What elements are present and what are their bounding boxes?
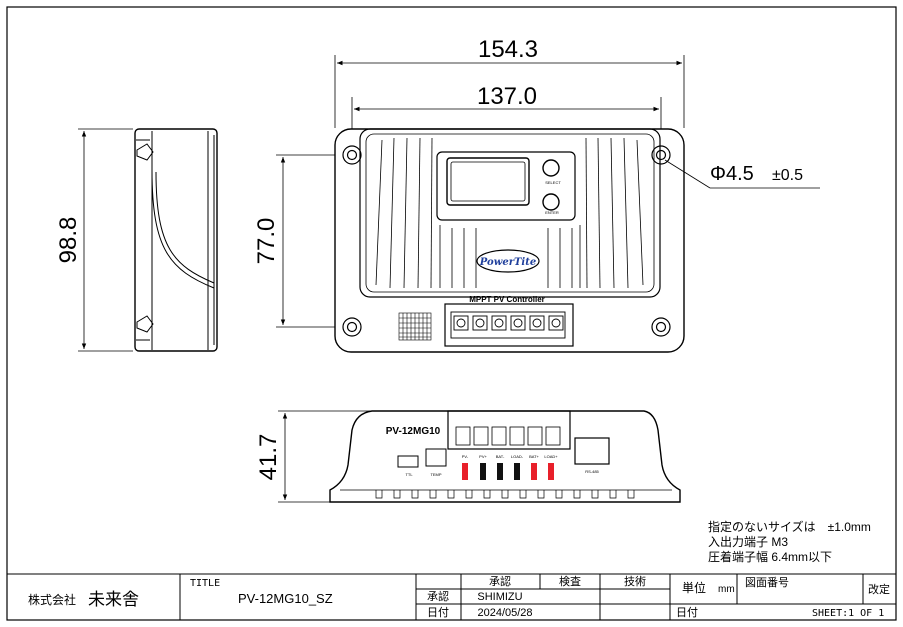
hole-leader-line	[664, 159, 711, 189]
side-model-label: PV-12MG10	[386, 426, 441, 437]
unit-value: mm	[718, 584, 735, 595]
port-rs485-label: RS-485	[585, 469, 599, 474]
dim-overall-height	[78, 128, 133, 352]
indicator-load-plus	[548, 463, 554, 480]
indicator-load-minus	[514, 463, 520, 480]
checked-header: 検査	[559, 574, 581, 588]
terminal-indicators	[462, 463, 554, 480]
date-label: 日付	[676, 606, 698, 619]
company-name: 未来舎	[88, 590, 139, 609]
indicator-bat-plus	[531, 463, 537, 480]
side-view	[329, 410, 681, 503]
indicator-pv-minus	[462, 463, 468, 480]
dim-hole-pitch-height-text: 77.0	[253, 218, 280, 265]
dim-overall-width	[334, 55, 685, 128]
enter-button-label: ENTER	[545, 210, 559, 215]
select-button-label: SELECT	[545, 180, 561, 185]
approver-name: SHIMIZU	[477, 591, 522, 603]
dim-overall-height-text: 98.8	[55, 217, 82, 264]
dim-overall-width-text: 154.3	[478, 36, 538, 63]
dim-hole-pitch-width-text: 137.0	[477, 83, 537, 110]
technical-header: 技術	[624, 575, 646, 588]
terminal-label-bat-minus: BAT-	[496, 454, 505, 459]
company-prefix: 株式会社	[28, 592, 76, 607]
hole-tolerance-text: ±0.5	[772, 167, 803, 184]
approved-row-label: 承認	[427, 589, 449, 603]
note-terminal: 入出力端子 M3	[708, 535, 788, 549]
revision-label: 改定	[868, 582, 890, 596]
front-view	[334, 128, 685, 353]
note-crimp: 圧着端子幅 6.4mm以下	[708, 549, 832, 564]
unit-label: 単位	[682, 580, 706, 595]
terminal-label-load-plus: LOAD+	[544, 454, 558, 459]
terminal-caption: MPPT PV Controller	[469, 295, 545, 304]
terminal-label-pv-minus: PV-	[462, 454, 469, 459]
indicator-bat-minus	[497, 463, 503, 480]
title-label: TITLE	[190, 578, 220, 589]
hole-diameter-text: Φ4.5	[710, 163, 754, 185]
approved-header: 承認	[489, 574, 511, 588]
side-elevation-view	[134, 128, 218, 352]
drawing-number-label: 図面番号	[745, 576, 789, 589]
date-row-label: 日付	[427, 606, 449, 619]
brand-logo: PowerTite	[479, 257, 536, 268]
sheet-number: SHEET:1 OF 1	[812, 608, 884, 619]
indicator-pv-plus	[480, 463, 486, 480]
approval-date: 2024/05/28	[477, 607, 532, 619]
dim-side-height-text: 41.7	[255, 434, 282, 481]
drawing-title: PV-12MG10_SZ	[238, 591, 333, 606]
note-tolerance: 指定のないサイズは ±1.0mm	[708, 519, 871, 534]
title-block	[6, 573, 897, 621]
terminal-label-pv-plus: PV+	[479, 454, 487, 459]
port-ttl-label: TTL	[405, 472, 413, 477]
terminal-label-load-minus: LOAD-	[511, 454, 524, 459]
port-temp-label: TEMP	[430, 472, 441, 477]
terminal-label-bat-plus: BAT+	[529, 454, 539, 459]
